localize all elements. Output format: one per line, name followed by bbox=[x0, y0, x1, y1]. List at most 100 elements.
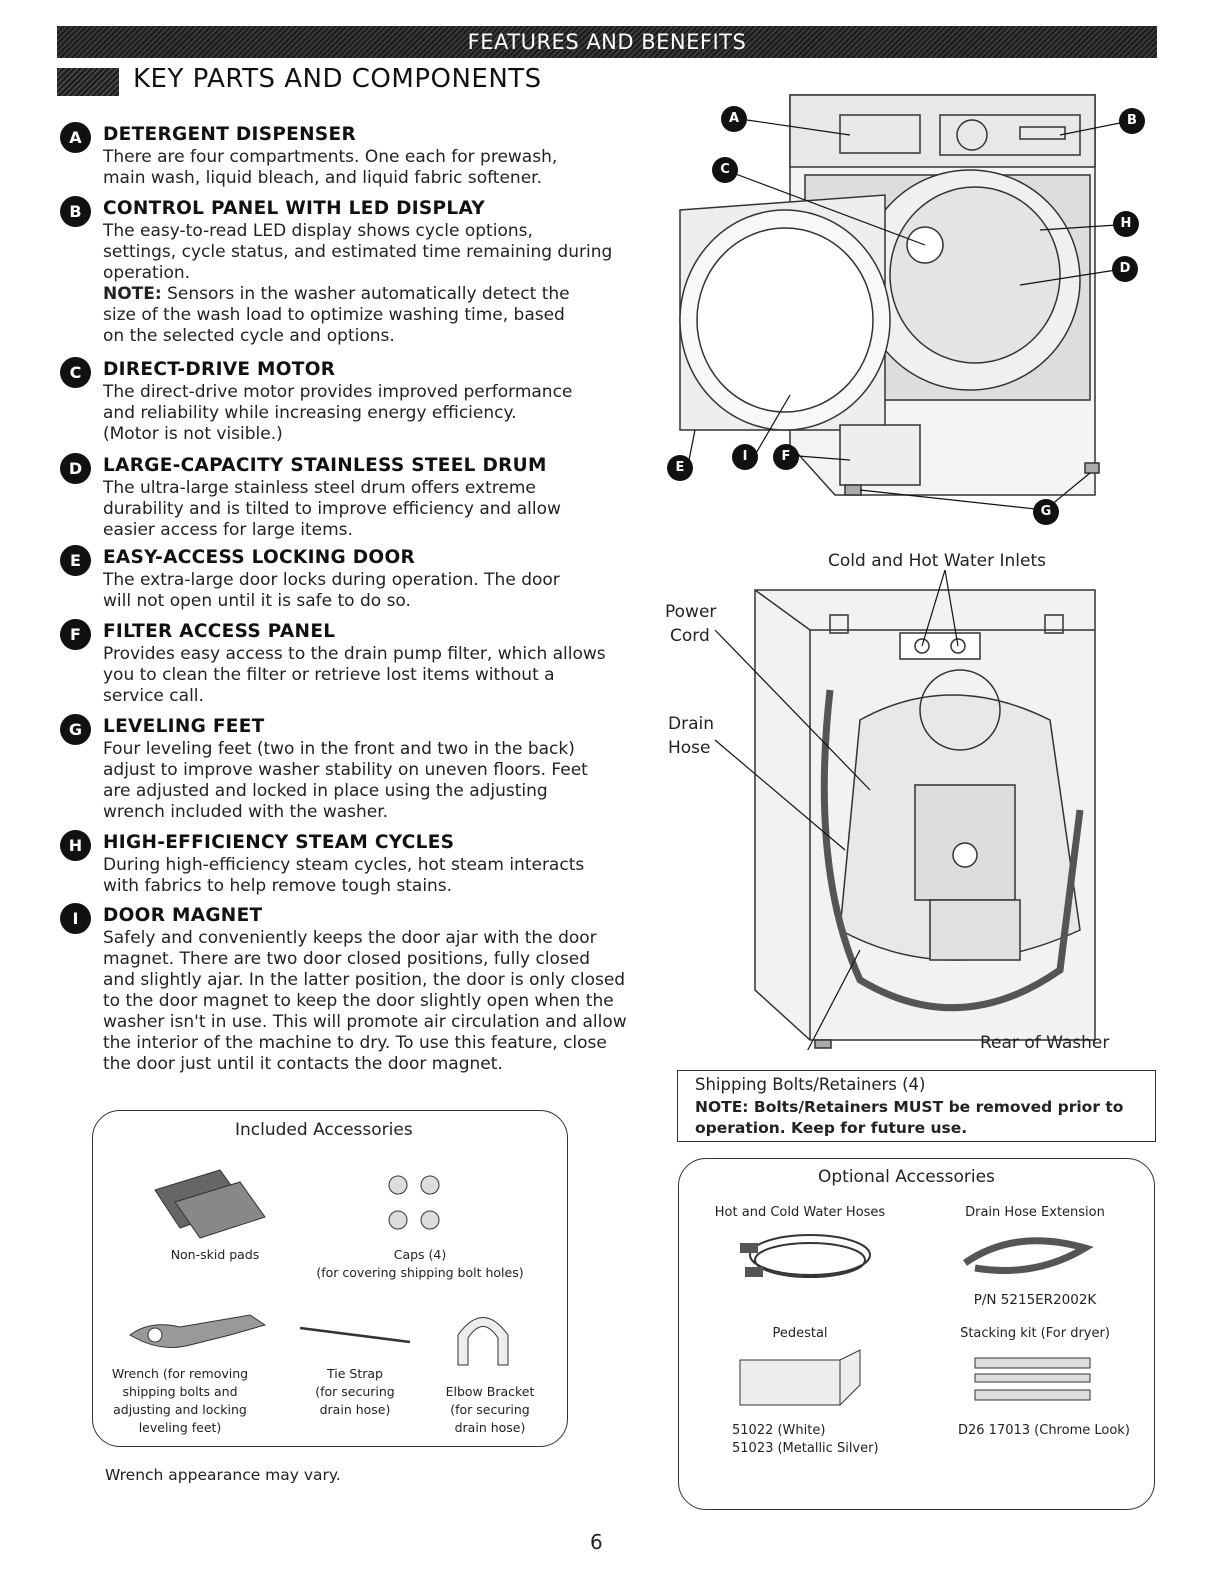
inlets-label: Cold and Hot Water Inlets bbox=[828, 551, 1046, 571]
wrench-image bbox=[129, 1314, 267, 1348]
part-title: LEVELING FEET bbox=[103, 716, 265, 737]
elbow-label-1: Elbow Bracket bbox=[445, 1384, 535, 1399]
description-line: magnet. There are two door closed positi… bbox=[103, 949, 591, 969]
description-line: There are four compartments. One each fo… bbox=[103, 147, 558, 167]
power-cord-label-1: Power bbox=[665, 602, 717, 622]
part-letter-badge: E bbox=[60, 545, 91, 576]
rear-caption: Rear of Washer bbox=[980, 1033, 1110, 1053]
description-line: The ultra-large stainless steel drum off… bbox=[103, 478, 536, 498]
water-hoses-image bbox=[740, 1234, 871, 1278]
optional-accessories-box bbox=[678, 1158, 1155, 1510]
pedestal-pn-silver: 51023 (Metallic Silver) bbox=[732, 1441, 879, 1456]
power-cord-label-2: Cord bbox=[670, 626, 710, 646]
stacking-kit-pn: D26 17013 (Chrome Look) bbox=[958, 1423, 1130, 1438]
description-line: you to clean the filter or retrieve lost… bbox=[103, 665, 555, 685]
description-line: service call. bbox=[103, 686, 204, 706]
callout-h: H bbox=[1113, 211, 1139, 237]
callout-e: E bbox=[667, 455, 693, 481]
note-line: size of the wash load to optimize washin… bbox=[103, 305, 630, 326]
part-title: DOOR MAGNET bbox=[103, 905, 263, 926]
pads-label: Non-skid pads bbox=[170, 1247, 260, 1262]
part-letter-badge: A bbox=[60, 122, 91, 153]
rear-washer-illustration bbox=[714, 570, 1096, 1050]
note-text: size of the wash load to optimize washin… bbox=[103, 305, 565, 325]
part-title: DETERGENT DISPENSER bbox=[103, 124, 357, 145]
elbow-label-2: (for securing bbox=[450, 1402, 530, 1417]
elbow-label-3: drain hose) bbox=[454, 1420, 526, 1435]
tie-label-2: (for securing bbox=[315, 1384, 395, 1399]
shipping-note-2: operation. Keep for future use. bbox=[695, 1119, 968, 1137]
wrench-label-2: shipping bolts and bbox=[122, 1384, 238, 1399]
wrench-footnote: Wrench appearance may vary. bbox=[105, 1466, 341, 1484]
part-title: HIGH-EFFICIENCY STEAM CYCLES bbox=[103, 832, 455, 853]
part-letter-badge: H bbox=[60, 830, 91, 861]
callout-a: A bbox=[721, 106, 747, 132]
description-line: Provides easy access to the drain pump f… bbox=[103, 644, 606, 664]
optional-title: Optional Accessories bbox=[818, 1167, 995, 1187]
description-line: settings, cycle status, and estimated ti… bbox=[103, 242, 613, 262]
part-letter-badge: F bbox=[60, 619, 91, 650]
description-line: The extra-large door locks during operat… bbox=[103, 570, 560, 590]
elbow-bracket-image bbox=[457, 1317, 509, 1366]
drain-hose-label-2: Hose bbox=[668, 738, 711, 758]
part-letter-badge: G bbox=[60, 714, 91, 745]
description-line: the interior of the machine to dry. To u… bbox=[103, 1033, 607, 1053]
part-description: The easy-to-read LED display shows cycle… bbox=[103, 221, 630, 347]
caps-image bbox=[388, 1175, 440, 1230]
pedestal-image bbox=[739, 1349, 861, 1406]
part-description: Provides easy access to the drain pump f… bbox=[103, 644, 630, 707]
description-line: the door just until it contacts the door… bbox=[103, 1054, 503, 1074]
shipping-note-box: Shipping Bolts/Retainers (4) NOTE: Bolts… bbox=[677, 1070, 1156, 1142]
part-title: CONTROL PANEL WITH LED DISPLAY bbox=[103, 198, 486, 219]
part-title: EASY-ACCESS LOCKING DOOR bbox=[103, 547, 416, 568]
tie-strap-image bbox=[299, 1326, 411, 1344]
description-line: and reliability while increasing energy … bbox=[103, 403, 517, 423]
shipping-note-1: NOTE: Bolts/Retainers MUST be removed pr… bbox=[695, 1098, 1124, 1116]
callout-c: C bbox=[712, 157, 738, 183]
callout-g: G bbox=[1033, 499, 1059, 525]
stacking-kit-image bbox=[974, 1357, 1091, 1401]
description-line: main wash, liquid bleach, and liquid fab… bbox=[103, 168, 542, 188]
part-letter-badge: C bbox=[60, 357, 91, 388]
part-letter-badge: D bbox=[60, 453, 91, 484]
pedestal-pn-white: 51022 (White) bbox=[732, 1423, 826, 1438]
description-line: to the door magnet to keep the door slig… bbox=[103, 991, 614, 1011]
note-label: NOTE: bbox=[103, 284, 162, 304]
description-line: washer isn't in use. This will promote a… bbox=[103, 1012, 627, 1032]
description-line: will not open until it is safe to do so. bbox=[103, 591, 411, 611]
part-description: Four leveling feet (two in the front and… bbox=[103, 739, 630, 823]
description-line: Safely and conveniently keeps the door a… bbox=[103, 928, 597, 948]
part-description: Safely and conveniently keeps the door a… bbox=[103, 928, 630, 1075]
caps-label-2: (for covering shipping bolt holes) bbox=[316, 1265, 524, 1280]
stacking-kit-label: Stacking kit (For dryer) bbox=[960, 1326, 1110, 1341]
page-title: KEY PARTS AND COMPONENTS bbox=[133, 64, 542, 94]
note-text: Sensors in the washer automatically dete… bbox=[161, 284, 570, 304]
part-title: FILTER ACCESS PANEL bbox=[103, 621, 336, 642]
part-title: DIRECT-DRIVE MOTOR bbox=[103, 359, 336, 380]
section-title-bar bbox=[57, 68, 119, 96]
description-line: adjust to improve washer stability on un… bbox=[103, 760, 588, 780]
included-accessories-box bbox=[92, 1110, 568, 1447]
description-line: The easy-to-read LED display shows cycle… bbox=[103, 221, 533, 241]
callout-b: B bbox=[1119, 108, 1145, 134]
description-line: with fabrics to help remove tough stains… bbox=[103, 876, 453, 896]
description-line: During high-efficiency steam cycles, hot… bbox=[103, 855, 585, 875]
callout-i: I bbox=[732, 444, 758, 470]
pedestal-label: Pedestal bbox=[772, 1326, 828, 1341]
drain-extension-pn: P/N 5215ER2002K bbox=[973, 1292, 1097, 1308]
description-line: (Motor is not visible.) bbox=[103, 424, 283, 444]
part-description: The direct-drive motor provides improved… bbox=[103, 382, 630, 445]
drain-extension-image bbox=[962, 1237, 1094, 1274]
note-line: NOTE: Sensors in the washer automaticall… bbox=[103, 284, 630, 305]
tie-label-3: drain hose) bbox=[319, 1402, 391, 1417]
section-banner: FEATURES AND BENEFITS bbox=[57, 26, 1157, 58]
note-text: on the selected cycle and options. bbox=[103, 326, 395, 346]
drain-hose-label-1: Drain bbox=[668, 714, 714, 734]
part-description: The extra-large door locks during operat… bbox=[103, 570, 630, 612]
description-line: are adjusted and locked in place using t… bbox=[103, 781, 548, 801]
